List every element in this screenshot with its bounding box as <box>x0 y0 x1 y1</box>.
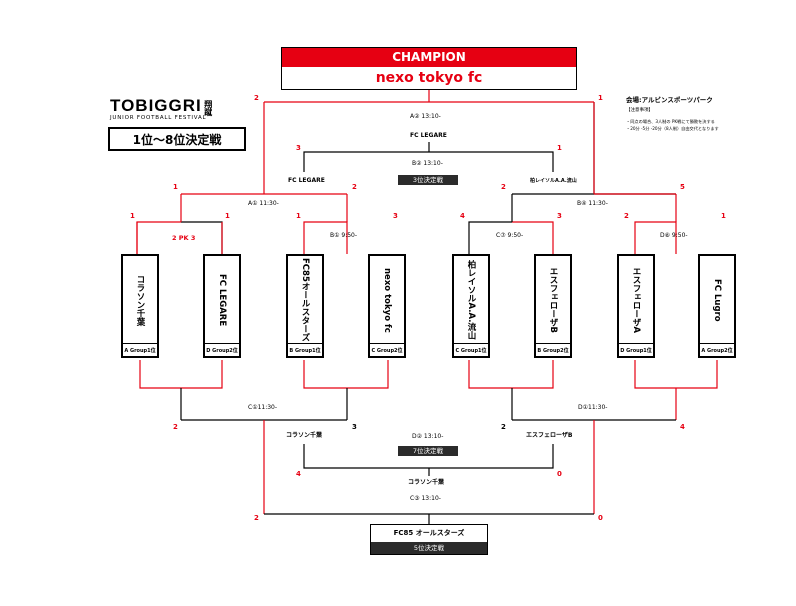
c3-match-time: C③ 13:10- <box>410 495 441 502</box>
c2-match-time: C⑦ 9:50- <box>496 232 524 239</box>
team-name: nexo tokyo fc <box>382 267 392 333</box>
d2-match-time: D② 13:10- <box>412 433 444 440</box>
b2-match-time: B④ 11:30- <box>577 200 608 207</box>
logo-brand: TOBIGGRI <box>110 96 202 115</box>
team-group: C Group2位 <box>370 343 404 356</box>
team-name: FC LEGARE <box>217 273 227 327</box>
team-box-8[interactable]: FC Lugro A Group2位 <box>698 254 736 358</box>
team-box-4[interactable]: nexo tokyo fc C Group2位 <box>368 254 406 358</box>
seventh-score-left: 4 <box>296 470 301 478</box>
final-match-time: A② 13:10- <box>410 113 441 120</box>
champion-header: CHAMPION <box>282 48 576 67</box>
d3-match-time: D⑧ 9:50- <box>660 232 688 239</box>
logo-kanji: 翔蹴 <box>203 100 213 116</box>
d1-match-time: D①11:30- <box>578 404 608 411</box>
c1-winner: コラソン千葉 <box>286 432 323 439</box>
s2-score-left: 2 <box>501 183 506 191</box>
seventh-place-label: 7位決定戦 <box>398 446 458 456</box>
team-group: B Group1位 <box>288 343 322 356</box>
m2-score-right: 3 <box>393 212 398 220</box>
team-box-5[interactable]: 柏レイソルA.A.流山 C Group1位 <box>452 254 490 358</box>
seventh-score-right: 0 <box>557 470 562 478</box>
m3-score-left: 4 <box>460 212 465 220</box>
team-box-1[interactable]: コラソン千葉 A Group1位 <box>121 254 159 358</box>
info-panel: 会場:アルビンスポーツパーク 【注意事項】 ・同点の場合、3人制の PK戦にて勝… <box>626 94 776 132</box>
tournament-title: 1位～8位決定戦 <box>108 127 246 151</box>
tournament-title-text: 1位～8位決定戦 <box>132 132 222 147</box>
m4-score-right: 1 <box>721 212 726 220</box>
semi1-winner: FC LEGARE <box>288 177 325 184</box>
c1-match-time: C①11:30- <box>248 404 278 411</box>
team-box-7[interactable]: エスフェローザA D Group1位 <box>617 254 655 358</box>
fifth-place-box: FC85 オールスターズ 5位決定戦 <box>370 524 488 555</box>
b1-match-time: B① 9:50- <box>330 232 358 239</box>
s1-score-right: 2 <box>352 183 357 191</box>
fifth-winner: FC85 オールスターズ <box>393 529 465 537</box>
d1-score-left: 2 <box>501 423 506 431</box>
m2-score-left: 1 <box>296 212 301 220</box>
m1-score-right: 1 <box>225 212 230 220</box>
final-score-left: 2 <box>254 94 259 102</box>
note-1: ・同点の場合、3人制の PK戦にて勝敗を決する <box>626 119 715 124</box>
third-winner: FC LEGARE <box>410 132 447 139</box>
team-name: エスフェローザA <box>631 266 641 334</box>
pk-score: 2 PK 3 <box>172 234 196 242</box>
seventh-winner: コラソン千葉 <box>408 479 445 486</box>
fifth-score-left: 2 <box>254 514 259 522</box>
logo-subtitle: JUNIOR FOOTBALL FESTIVAL <box>110 115 207 121</box>
team-group: C Group1位 <box>454 343 488 356</box>
semi2-winner: 柏レイソルA.A.流山 <box>530 178 577 184</box>
logo: TOBIGGRI 翔蹴 JUNIOR FOOTBALL FESTIVAL <box>110 96 250 121</box>
champion-box: CHAMPION nexo tokyo fc <box>281 47 577 90</box>
team-group: D Group2位 <box>205 343 239 356</box>
team-group: A Group1位 <box>123 343 157 356</box>
m1-score-left: 1 <box>130 212 135 220</box>
m4-score-left: 2 <box>624 212 629 220</box>
s1-score-left: 1 <box>173 183 178 191</box>
team-group: A Group2位 <box>700 343 734 356</box>
fifth-score-right: 0 <box>598 514 603 522</box>
s2-score-right: 5 <box>680 183 685 191</box>
team-box-3[interactable]: FC85オールスターズ B Group1位 <box>286 254 324 358</box>
team-name: FC Lugro <box>712 278 722 322</box>
d1-score-right: 4 <box>680 423 685 431</box>
semi-match-time: B② 13:10- <box>412 160 443 167</box>
venue: 会場:アルビンスポーツパーク <box>626 96 713 104</box>
final-score-right: 1 <box>598 94 603 102</box>
team-name: FC85オールスターズ <box>300 258 310 342</box>
c1-score-right: 3 <box>352 423 357 431</box>
team-box-2[interactable]: FC LEGARE D Group2位 <box>203 254 241 358</box>
team-name: エスフェローザB <box>548 267 558 333</box>
third-place-label: 3位決定戦 <box>398 175 458 185</box>
m3-score-right: 3 <box>557 212 562 220</box>
team-box-6[interactable]: エスフェローザB B Group2位 <box>534 254 572 358</box>
third-score-right: 1 <box>557 144 562 152</box>
a1-match-time: A① 11:30- <box>248 200 279 207</box>
fifth-place-label: 5位決定戦 <box>371 542 487 554</box>
d1-winner: エスフェローザB <box>526 432 573 439</box>
c1-score-left: 2 <box>173 423 178 431</box>
champion-name: nexo tokyo fc <box>375 70 483 86</box>
notes-title: 【注意事項】 <box>626 108 653 113</box>
team-group: D Group1位 <box>619 343 653 356</box>
team-name: コラソン千葉 <box>135 274 145 326</box>
third-score-left: 3 <box>296 144 301 152</box>
team-name: 柏レイソルA.A.流山 <box>466 260 476 340</box>
note-2: ・20分 -5分 -20分（8人制）自由交代となります <box>626 126 719 131</box>
team-group: B Group2位 <box>536 343 570 356</box>
